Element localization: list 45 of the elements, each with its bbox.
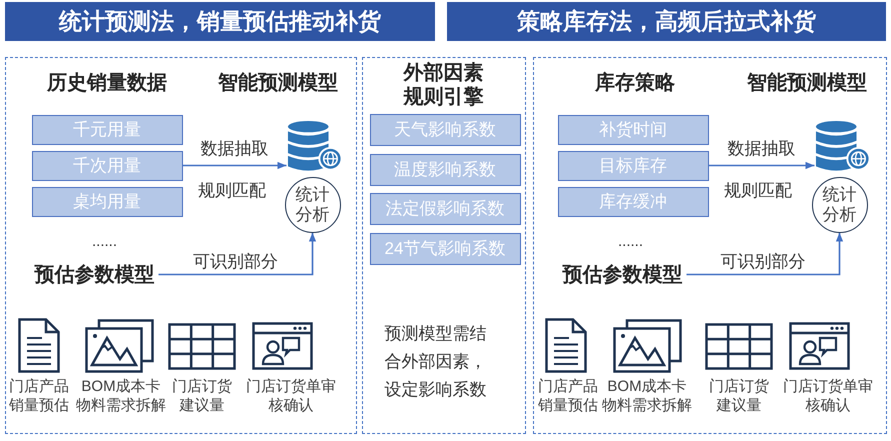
data-box: 法定假影响系数 bbox=[370, 192, 520, 224]
data-box: 千次用量 bbox=[32, 150, 182, 180]
icon-caption: 门店订货单审核确认 bbox=[245, 377, 337, 415]
database-icon bbox=[286, 120, 342, 172]
arrow-note: 规则匹配 bbox=[724, 181, 792, 201]
edge-label: 数据抽取 bbox=[200, 138, 268, 158]
edge-label: 数据抽取 bbox=[728, 138, 796, 158]
ellipsis-text: ...... bbox=[618, 233, 644, 251]
edge-label: 可识别部分 bbox=[720, 252, 806, 272]
icon-caption: 门店产品销量预估 bbox=[537, 377, 599, 415]
data-box: 桌均用量 bbox=[32, 186, 182, 216]
analysis-circle: 统计分析 bbox=[812, 176, 868, 232]
model-heading: 预估参数模型 bbox=[562, 262, 682, 286]
model-heading: 预估参数模型 bbox=[34, 262, 154, 286]
icon-caption: 门店订货建议量 bbox=[708, 377, 770, 415]
arrow-note: 规则匹配 bbox=[198, 181, 266, 201]
icon-caption: 门店订货建议量 bbox=[171, 377, 233, 415]
icon-caption: 门店产品销量预估 bbox=[8, 377, 70, 415]
section-heading: 智能预测模型 bbox=[218, 71, 338, 95]
arrow bbox=[158, 232, 316, 276]
analysis-circle: 统计分析 bbox=[284, 176, 340, 232]
data-box: 补货时间 bbox=[558, 114, 708, 144]
edge-label: 可识别部分 bbox=[193, 252, 278, 272]
panel-note: 预测模型需结合外部因素，设定影响系数 bbox=[384, 323, 488, 401]
data-box: 天气影响系数 bbox=[370, 114, 520, 146]
arrow bbox=[708, 162, 814, 170]
database-icon bbox=[814, 120, 870, 172]
section-heading: 历史销量数据 bbox=[47, 71, 167, 95]
data-box: 目标库存 bbox=[558, 150, 708, 180]
arrow bbox=[182, 162, 286, 170]
icon-caption: 门店订货单审核确认 bbox=[782, 377, 874, 415]
icon-caption: BOM成本卡物料需求拆解 bbox=[601, 377, 693, 415]
title-banner: 统计预测法，销量预估推动补货 bbox=[5, 2, 435, 41]
data-box: 库存缓冲 bbox=[558, 186, 708, 216]
dashed-panel bbox=[362, 57, 526, 434]
data-box: 千元用量 bbox=[32, 114, 182, 144]
section-heading: 库存策略 bbox=[595, 71, 675, 95]
data-box: 24节气影响系数 bbox=[370, 232, 520, 264]
arrow bbox=[686, 232, 844, 276]
icon-caption: BOM成本卡物料需求拆解 bbox=[75, 377, 167, 415]
ellipsis-text: ...... bbox=[92, 233, 118, 251]
section-heading: 智能预测模型 bbox=[747, 71, 867, 95]
panel-heading: 外部因素规则引擎 bbox=[402, 61, 484, 109]
title-banner: 策略库存法，高频后拉式补货 bbox=[447, 2, 886, 41]
data-box: 温度影响系数 bbox=[370, 154, 520, 186]
